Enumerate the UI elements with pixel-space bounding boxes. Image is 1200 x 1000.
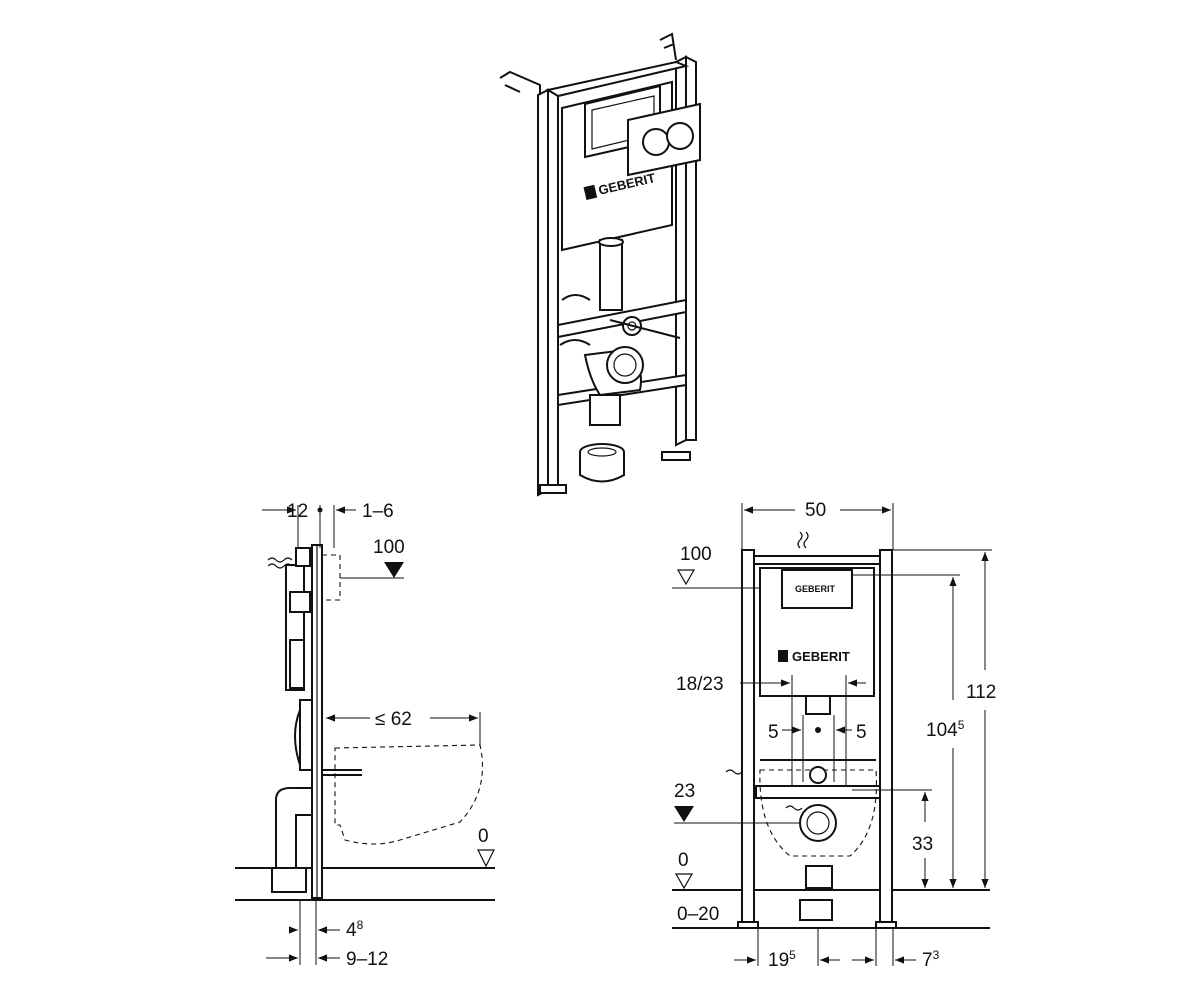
perspective-view: GEBERIT bbox=[499, 32, 701, 497]
dim-connection-height-label: 33 bbox=[912, 834, 933, 855]
drain-connector bbox=[579, 443, 625, 483]
svg-text:GEBERIT: GEBERIT bbox=[792, 649, 850, 664]
dim-right-offset-label: 5 bbox=[856, 722, 867, 743]
dim-bottom-center-label: 195 bbox=[768, 948, 796, 971]
dim-outlet-spacing-label: 18/23 bbox=[676, 674, 724, 695]
svg-text:GEBERIT: GEBERIT bbox=[795, 584, 836, 594]
dim-total-height-label: 112 bbox=[966, 682, 996, 703]
level-connection-label: 23 bbox=[674, 781, 695, 802]
side-view: 12 1–6 100 ≤ 62 0 48 9–12 bbox=[235, 501, 495, 970]
level-triangle-icon bbox=[477, 849, 495, 868]
level-top-front-label: 100 bbox=[680, 544, 712, 565]
dim-bottom-right-label: 73 bbox=[922, 948, 940, 971]
dim-width-label: 50 bbox=[805, 500, 826, 521]
dim-bottom-2-label: 9–12 bbox=[346, 949, 388, 970]
water-supply-wave-icon bbox=[267, 557, 293, 569]
level-floor-front-label: 0 bbox=[678, 850, 689, 871]
flush-plate bbox=[627, 102, 701, 177]
dim-bottom-1-label: 48 bbox=[346, 918, 364, 941]
level-triangle-icon bbox=[384, 562, 404, 578]
dim-floor-range-label: 0–20 bbox=[677, 904, 719, 925]
water-supply-wave-icon bbox=[797, 531, 809, 549]
dim-frame-height-label: 1045 bbox=[926, 718, 965, 741]
level-top-label: 100 bbox=[373, 537, 405, 558]
level-triangle-icon bbox=[676, 569, 696, 586]
dim-reach-label: ≤ 62 bbox=[375, 709, 412, 730]
front-view: GEBERIT GEBERIT 50 100 bbox=[672, 500, 996, 971]
level-triangle-icon bbox=[674, 873, 694, 890]
dim-left-offset-label: 5 bbox=[768, 722, 779, 743]
level-triangle-icon bbox=[674, 806, 694, 822]
dim-top-right-label: 1–6 bbox=[362, 501, 394, 522]
dim-top-left-label: 12 bbox=[287, 501, 308, 522]
level-floor-label: 0 bbox=[478, 826, 489, 847]
geberit-logo-front: GEBERIT bbox=[778, 649, 850, 664]
